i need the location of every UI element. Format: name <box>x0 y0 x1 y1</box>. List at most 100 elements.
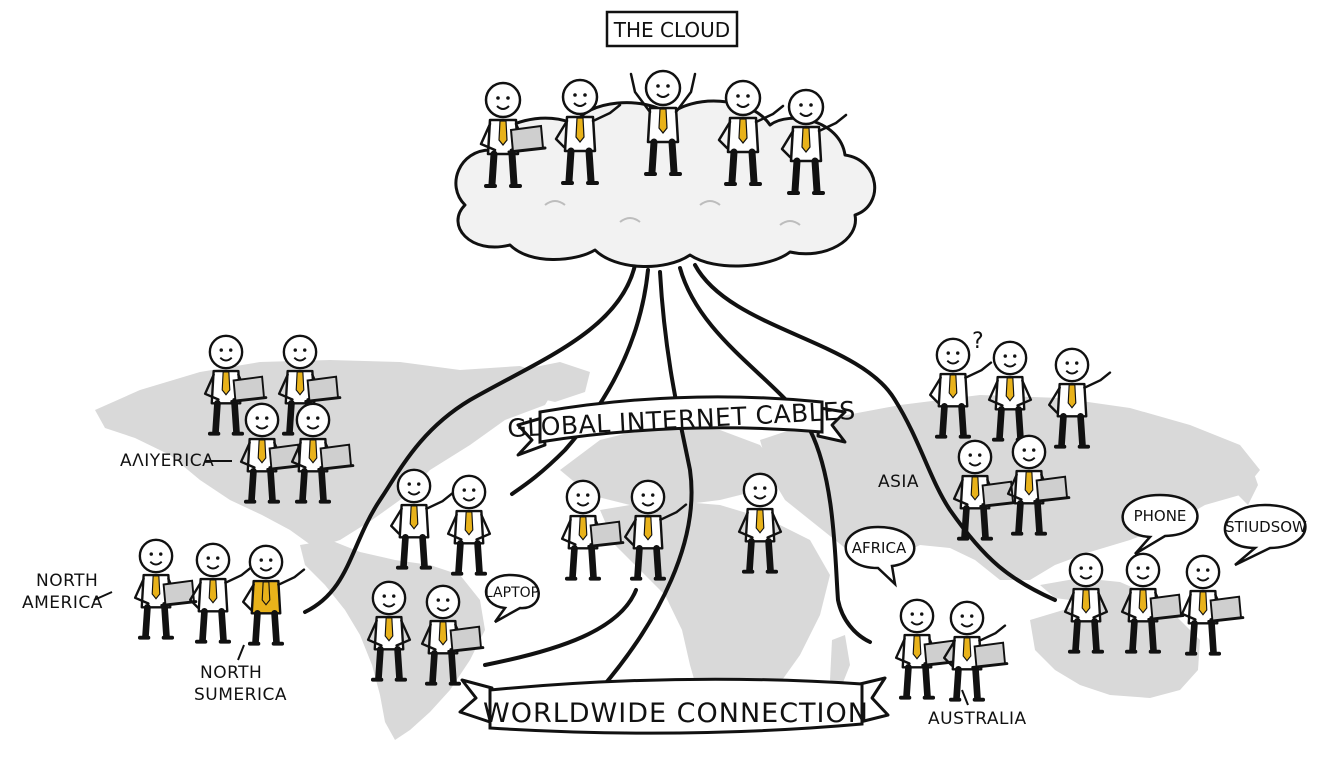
person-figure <box>560 479 625 581</box>
person-legs <box>400 533 428 570</box>
person-eye <box>641 493 645 497</box>
person-tie <box>1138 589 1148 614</box>
person-mouth <box>1196 576 1210 582</box>
banner-ribbon-bottom-left <box>458 678 494 724</box>
person-tie <box>1198 591 1208 616</box>
people-group <box>133 69 1245 702</box>
person-eye <box>269 558 273 562</box>
person-eye <box>265 416 269 420</box>
cable-to-north-america <box>303 263 637 614</box>
person-eye <box>736 94 740 98</box>
person-eye <box>472 488 476 492</box>
person-eye <box>229 348 233 352</box>
bubble-studsow-shape <box>1223 503 1307 567</box>
bubble-africa: AFRICA <box>844 525 916 588</box>
person-figure <box>717 79 785 186</box>
person-eye <box>293 348 297 352</box>
person-eye <box>1013 354 1017 358</box>
person-eye <box>446 598 450 602</box>
title-text: THE CLOUD <box>613 18 730 42</box>
person-head <box>957 439 993 475</box>
person-tie <box>464 511 474 536</box>
person-eye <box>255 416 259 420</box>
person-legs <box>648 138 678 176</box>
person-tie <box>912 635 922 660</box>
person-figure <box>737 472 783 574</box>
person-head <box>1054 347 1090 383</box>
laptop-base <box>317 464 355 471</box>
person-legs <box>299 467 327 504</box>
banner-ribbon-top-right <box>816 406 847 444</box>
laptop-base <box>447 646 485 653</box>
label-north-sumerica-leader <box>237 644 245 661</box>
person-eye <box>1136 566 1140 570</box>
person-arms <box>987 379 1033 407</box>
person-arms <box>366 619 412 647</box>
person-tie <box>384 617 394 642</box>
person-mouth <box>255 424 269 430</box>
person-legs <box>1015 499 1043 536</box>
person-figure <box>390 468 454 570</box>
person-eye <box>382 594 386 598</box>
label-asia: ASIA <box>878 472 919 492</box>
person-tie <box>308 439 318 464</box>
person-eye <box>216 556 220 560</box>
person-eye <box>1065 361 1069 365</box>
cloud-shading <box>779 220 801 226</box>
continent-australia <box>1030 602 1200 698</box>
bubble-laptop: LAPTOP <box>484 573 540 624</box>
person-eye <box>1003 354 1007 358</box>
laptop-base <box>304 396 342 403</box>
person-mouth <box>946 359 960 365</box>
person-legs <box>455 539 483 576</box>
person-arms <box>242 568 306 611</box>
laptop-base <box>921 660 959 667</box>
person-tie <box>1067 384 1077 409</box>
person-figure <box>133 538 198 640</box>
person-figure <box>1120 552 1185 654</box>
person-mouth <box>436 606 450 612</box>
person-tie <box>575 117 585 143</box>
bubble-studsow: STIUDSOW <box>1223 503 1307 567</box>
person-figure <box>780 88 848 195</box>
label-north-sumerica-line2: SUMERICA <box>194 685 287 705</box>
person-eye <box>303 348 307 352</box>
banner-worldwide-connection: WORLDWIDE CONNECTION <box>458 676 890 735</box>
person-arms <box>189 566 253 609</box>
person-head <box>935 337 971 373</box>
person-eye <box>960 614 964 618</box>
person-arms <box>943 624 1007 667</box>
person-tie <box>658 108 668 134</box>
banner-body-bottom <box>488 677 864 735</box>
person-eye <box>666 84 670 88</box>
person-head <box>1185 554 1221 590</box>
person-figure <box>290 402 355 504</box>
person-head <box>244 402 280 438</box>
person-eye <box>436 598 440 602</box>
person-tie <box>261 581 271 606</box>
person-eye <box>573 93 577 97</box>
person-legs <box>996 405 1024 442</box>
person-tie <box>1024 471 1034 496</box>
laptop-base <box>971 662 1009 669</box>
person-head <box>561 78 599 116</box>
person-eye <box>1032 448 1036 452</box>
person-mouth <box>799 112 813 117</box>
person-figure <box>1048 347 1112 449</box>
bubble-studsow-text: STIUDSOW <box>1225 518 1307 536</box>
person-mouth <box>1003 362 1017 368</box>
person-eye <box>1022 448 1026 452</box>
bubble-phone: PHONE <box>1121 493 1199 556</box>
banner-body-top <box>538 395 824 444</box>
person-tie <box>151 575 161 600</box>
person-tie <box>438 621 448 646</box>
person-mouth <box>753 494 767 500</box>
person-tie <box>578 516 588 541</box>
person-mouth <box>968 461 982 467</box>
person-arms <box>717 104 785 150</box>
title-frame <box>605 10 739 48</box>
person-tie <box>801 127 811 153</box>
cloud-shading <box>699 200 721 206</box>
person-legs <box>634 544 662 581</box>
